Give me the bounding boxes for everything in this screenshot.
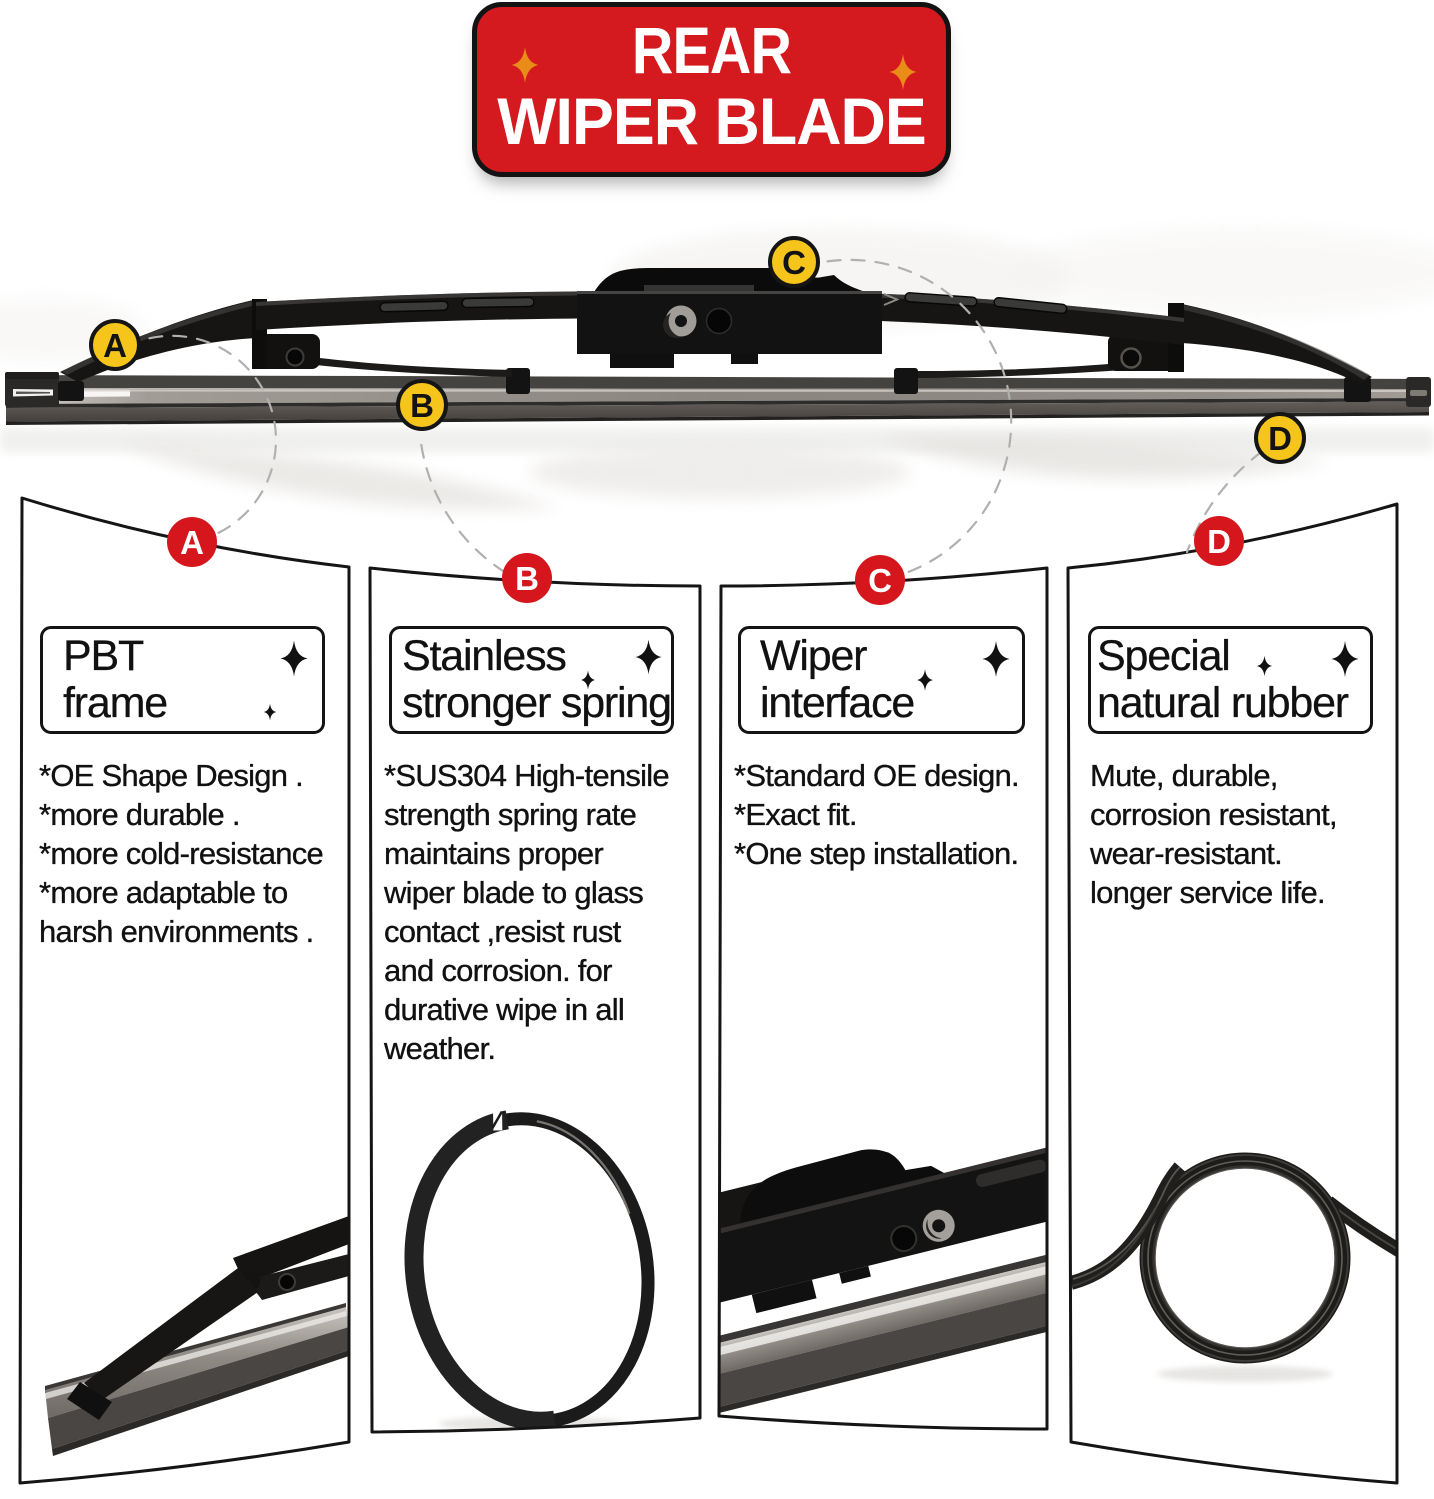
photo-marker-a: A <box>89 319 141 371</box>
banner-title-line1: REAR <box>631 13 792 87</box>
photo-marker-a-letter: A <box>103 326 127 364</box>
feature-body-c-line: *Standard OE design. <box>734 758 1020 793</box>
feature-title-box-b: Stainless stronger spring <box>389 626 674 734</box>
photo-marker-b-letter: B <box>410 386 434 424</box>
sparkle-icon <box>982 641 1010 677</box>
photo-marker-b: B <box>396 379 448 431</box>
feature-body-d: Mute, durable, corrosion resistant, wear… <box>1090 756 1338 912</box>
sparkle-icon <box>280 640 308 677</box>
panel-marker-c: C <box>855 555 905 605</box>
feature-title-b-line2: stronger spring <box>402 678 672 727</box>
feature-title-b-line1: Stainless <box>402 632 567 680</box>
feature-title-d: Special natural rubber <box>1097 632 1349 727</box>
feature-title-a-line2: frame <box>63 678 168 727</box>
feature-title-c-line2: interface <box>760 678 916 727</box>
sparkle-icon <box>635 639 662 675</box>
coiled-rubber-strip-photo <box>1068 1152 1397 1382</box>
feature-body-c: *Standard OE design. *Exact fit. *One st… <box>734 756 1020 873</box>
panel-marker-b: B <box>502 553 552 603</box>
feature-title-a: PBT frame <box>63 632 168 727</box>
panel-outlines <box>18 496 1399 1485</box>
steel-spring-band-photo <box>404 1110 655 1432</box>
sparkle-icon <box>1256 655 1273 677</box>
panel-marker-a: A <box>167 517 217 567</box>
sparkle-icon <box>580 670 596 690</box>
sparkle-icon <box>1331 641 1359 677</box>
feature-body-a-line: harsh environments . <box>39 914 315 949</box>
sparkle-icon <box>511 47 539 83</box>
feature-title-d-line2: natural rubber <box>1097 678 1349 727</box>
photo-marker-d-letter: D <box>1268 419 1292 457</box>
photo-marker-d: D <box>1254 412 1306 464</box>
feature-body-c-line: *Exact fit. <box>734 797 858 832</box>
wiper-interface-photo <box>719 1143 1047 1421</box>
feature-body-b-line: and corrosion. for <box>384 953 613 988</box>
feature-body-a-line: *more adaptable to <box>39 875 289 910</box>
feature-title-a-line1: PBT <box>63 632 145 680</box>
feature-body-a-line: *more cold-resistance <box>39 836 324 871</box>
sparkle-icon <box>263 703 277 721</box>
feature-body-d-line: wear-resistant. <box>1090 836 1283 871</box>
blade-reflection <box>0 428 1434 510</box>
feature-body-a: *OE Shape Design . *more durable . *more… <box>39 756 324 951</box>
feature-body-b-line: contact ,resist rust <box>384 914 622 949</box>
photo-marker-c: C <box>768 236 820 288</box>
sparkle-icon <box>889 54 917 90</box>
title-banner: REAR WIPER BLADE <box>472 2 951 177</box>
feature-title-c: Wiper interface <box>760 632 916 727</box>
sparkle-icon <box>916 669 934 691</box>
feature-title-b: Stainless stronger spring <box>402 632 672 727</box>
panel-marker-d: D <box>1194 516 1244 566</box>
feature-title-box-d: Special natural rubber <box>1088 626 1373 734</box>
feature-body-b: *SUS304 High-tensile strength spring rat… <box>384 756 670 1068</box>
feature-body-b-line: *SUS304 High-tensile <box>384 758 670 793</box>
panel-marker-c-letter: C <box>868 561 892 599</box>
feature-body-c-line: *One step installation. <box>734 836 1019 871</box>
feature-body-b-line: wiper blade to glass <box>384 875 644 910</box>
feature-body-b-line: strength spring rate <box>384 797 637 832</box>
banner-title-line2: WIPER BLADE <box>497 84 926 158</box>
feature-body-d-line: Mute, durable, <box>1090 758 1279 793</box>
feature-body-b-line: maintains proper <box>384 836 604 871</box>
panel-marker-a-letter: A <box>180 523 204 561</box>
feature-title-box-a: PBT frame <box>40 626 325 734</box>
feature-body-d-line: corrosion resistant, <box>1090 797 1338 832</box>
feature-title-c-line1: Wiper <box>760 632 868 680</box>
panel-marker-d-letter: D <box>1207 522 1231 560</box>
feature-body-a-line: *OE Shape Design . <box>39 758 304 793</box>
panel-marker-b-letter: B <box>515 559 539 597</box>
feature-body-a-line: *more durable . <box>39 797 241 832</box>
photo-marker-c-letter: C <box>782 243 806 281</box>
feature-body-d-line: longer service life. <box>1090 875 1326 910</box>
wiper-arm-end-photo <box>45 1216 349 1456</box>
callout-dashed-circles <box>148 258 1264 585</box>
feature-body-b-line: durative wipe in all <box>384 992 625 1027</box>
feature-body-b-line: weather. <box>384 1031 496 1066</box>
wiper-blade-photo <box>5 268 1431 425</box>
feature-title-d-line1: Special <box>1097 632 1231 680</box>
feature-title-box-c: Wiper interface <box>738 626 1025 734</box>
